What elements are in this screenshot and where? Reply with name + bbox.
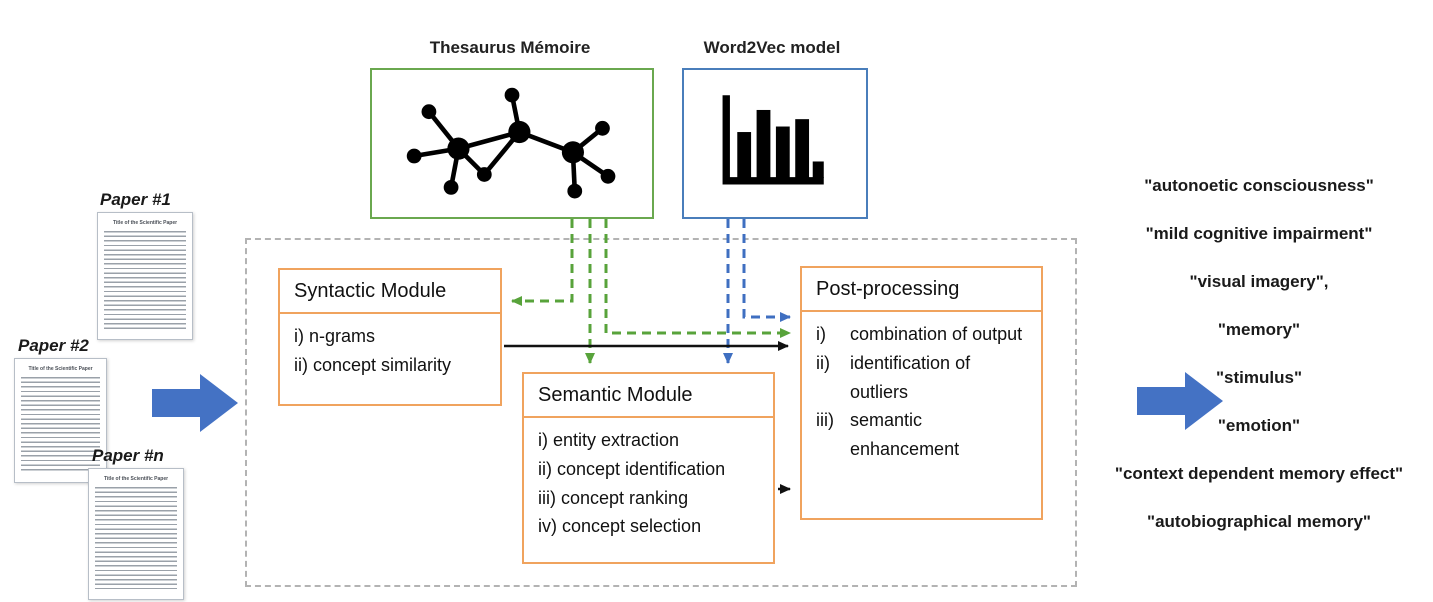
input-block-arrow: [152, 374, 238, 432]
paper-text-lines: [104, 231, 186, 329]
item-text: semantic enhancement: [850, 410, 960, 460]
paper-n-label: Paper #n: [92, 446, 164, 465]
thesaurus-box: [370, 68, 654, 219]
word2vec-box: [682, 68, 868, 219]
paper-text-lines: [95, 487, 177, 589]
output-term: "autonoetic consciousness": [1144, 176, 1374, 195]
paper-title: Title of the Scientific Paper: [112, 220, 178, 226]
module-item: iii) semantic enhancement: [816, 406, 1027, 464]
module-item: i) entity extraction: [538, 430, 680, 450]
item-number: ii): [816, 352, 830, 373]
output-term: "stimulus": [1215, 368, 1303, 387]
item-text: identification of outliers: [850, 352, 971, 402]
output-term: "context dependent memory effect": [1114, 464, 1404, 483]
item-number: i): [816, 324, 826, 344]
output-term: "autobiographical memory": [1147, 512, 1371, 531]
item-number: iii): [816, 410, 834, 431]
module-item: i) combination of output: [816, 320, 1027, 349]
item-text: combination of output: [850, 324, 1023, 344]
output-term: "memory": [1217, 320, 1301, 339]
syntactic-module: Syntactic Module i) n-grams ii) concept …: [278, 268, 502, 406]
paper-n-thumbnail: Title of the Scientific Paper: [88, 468, 184, 600]
paper-2-thumbnail: Title of the Scientific Paper: [14, 358, 107, 483]
word2vec-label: Word2Vec model: [703, 38, 841, 57]
paper-1-thumbnail: Title of the Scientific Paper: [97, 212, 193, 340]
bar-chart-icon: [722, 94, 824, 184]
post-processing-module-title: Post-processing: [802, 268, 1041, 312]
post-processing-module: Post-processing i) combination of output…: [800, 266, 1043, 520]
thesaurus-label: Thesaurus Mémoire: [429, 38, 591, 57]
output-terms-list: "autonoetic consciousness" "mild cogniti…: [1085, 176, 1433, 532]
paper-2-label: Paper #2: [18, 336, 89, 355]
semantic-module-title: Semantic Module: [524, 374, 773, 418]
paper-1-label: Paper #1: [100, 190, 171, 209]
module-item: ii) identification of outliers: [816, 349, 1027, 407]
semantic-module: Semantic Module i) entity extraction ii)…: [522, 372, 775, 564]
network-graph-icon: [406, 87, 616, 198]
module-item: ii) concept identification: [538, 458, 726, 479]
syntactic-module-title: Syntactic Module: [280, 270, 500, 314]
paper-title: Title of the Scientific Paper: [103, 476, 169, 482]
paper-title: Title of the Scientific Paper: [28, 366, 93, 372]
output-term: "visual imagery",: [1189, 272, 1329, 291]
output-term: "emotion": [1217, 416, 1301, 435]
module-item: iv) concept selection: [538, 516, 702, 537]
module-item: i) n-grams: [294, 326, 376, 346]
module-item: iii) concept ranking: [538, 487, 689, 508]
module-item: ii) concept similarity: [294, 354, 452, 375]
paper-text-lines: [21, 377, 100, 472]
output-term: "mild cognitive impairment": [1145, 224, 1373, 243]
